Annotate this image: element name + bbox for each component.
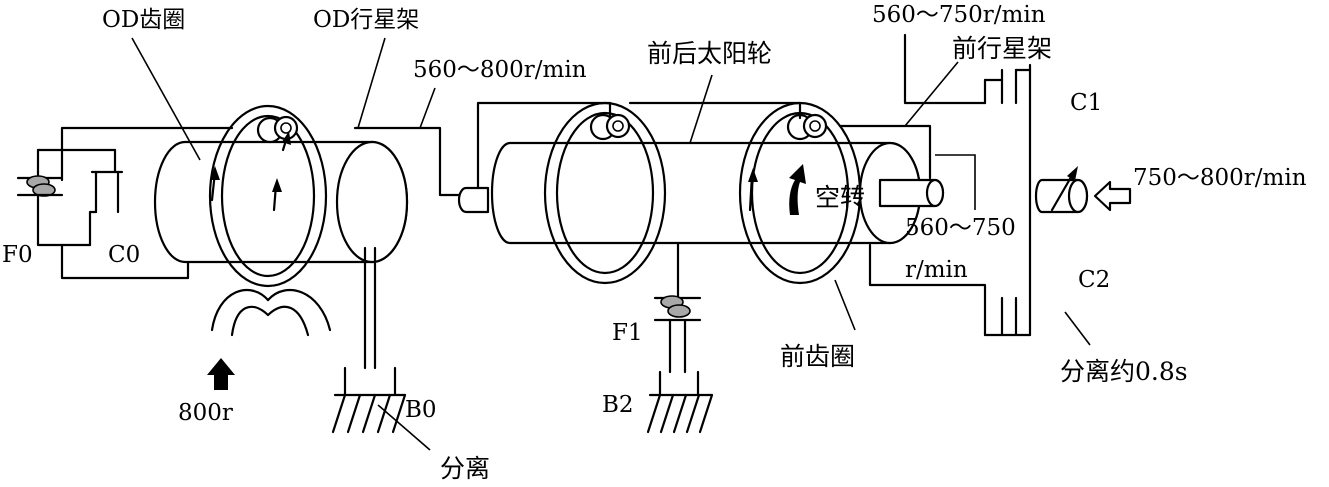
label-c1: C1: [1070, 90, 1102, 116]
input-hollow-arrow-icon: [1093, 180, 1132, 212]
c1-c2-assembly: [838, 33, 1132, 346]
label-separation-time: 分离约0.8s: [1060, 357, 1188, 386]
label-b2: B2: [602, 392, 634, 418]
label-front-rear-sun-gear: 前后太阳轮: [647, 39, 772, 68]
label-input-speed: 750～800r/min: [1133, 165, 1307, 191]
label-speed-unit: r/min: [905, 257, 968, 283]
freewheel-arrow-icon: [789, 164, 806, 215]
label-c2: C2: [1078, 267, 1110, 293]
label-freewheel: 空转: [815, 183, 865, 212]
label-front-planet-carrier: 前行星架: [952, 34, 1052, 63]
label-front-ring-gear: 前齿圈: [780, 342, 855, 371]
label-separate: 分离: [440, 454, 490, 483]
input-shaft-curves: [210, 288, 332, 337]
label-speed-560-750-top: 560～750r/min: [872, 2, 1046, 28]
input-arrow-icon: [207, 358, 235, 390]
od-ring-gear: [208, 104, 328, 288]
label-rpm-800: 800r: [178, 400, 233, 426]
label-od-ring-gear: OD齿圈: [102, 7, 185, 33]
b0-brake: [331, 366, 431, 451]
f1-b2-assembly: [646, 241, 714, 434]
label-speed-560-800: 560～800r/min: [413, 57, 587, 83]
label-b0: B0: [405, 397, 437, 423]
label-f1: F1: [612, 320, 643, 346]
label-f0: F0: [2, 242, 33, 268]
label-od-planet-carrier: OD行星架: [313, 7, 419, 33]
od-planetary-set: [153, 104, 409, 370]
label-speed-560-750-mid: 560～750: [905, 215, 1016, 241]
f0-c0-assembly: [16, 126, 234, 280]
label-c0: C0: [108, 242, 140, 268]
